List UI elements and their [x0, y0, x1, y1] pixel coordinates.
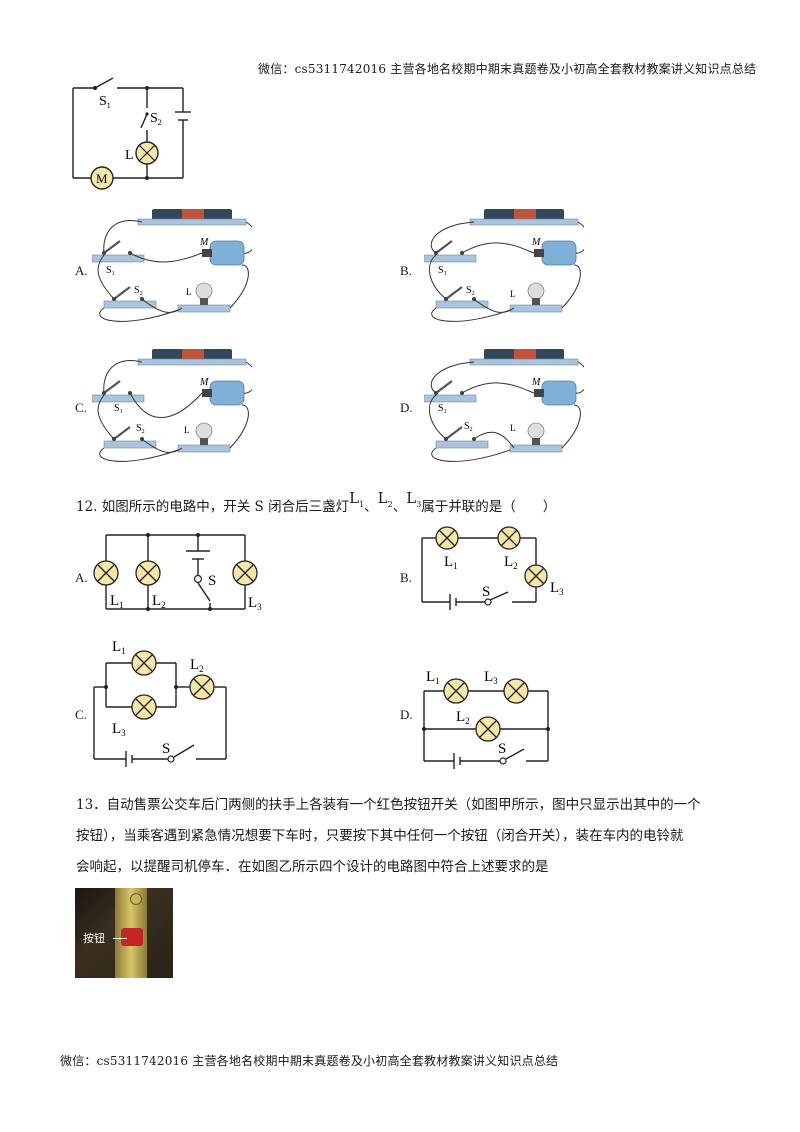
- svg-text:S2: S2: [136, 423, 145, 435]
- red-button-icon: [121, 928, 143, 946]
- svg-text:L: L: [186, 287, 192, 297]
- lamp-label: L: [125, 148, 134, 163]
- lamp-icon: [135, 141, 159, 165]
- top-circuit-diagram: M S1 S2 L: [72, 77, 191, 190]
- svg-text:L2: L2: [456, 709, 470, 726]
- svg-text:L: L: [510, 289, 516, 299]
- svg-text:S2: S2: [464, 421, 473, 433]
- s2-label: S2: [150, 111, 162, 127]
- svg-text:S: S: [498, 741, 506, 757]
- q12-option-a-diagram: L1 L2 L3 S: [93, 533, 262, 612]
- svg-text:L3: L3: [484, 669, 498, 686]
- q13-line-3: 会响起，以提醒司机停车．在如图乙所示四个设计的电路图中符合上述要求的是: [76, 859, 549, 875]
- svg-text:L3: L3: [550, 580, 564, 597]
- svg-text:M: M: [531, 377, 541, 388]
- header-watermark: 微信：cs5311742016 主营各地名校期中期末真题卷及小初高全套教材教案讲…: [258, 62, 757, 76]
- svg-text:S1: S1: [114, 403, 123, 415]
- q11-option-c-letter[interactable]: C.: [75, 400, 87, 415]
- svg-text:L2: L2: [504, 554, 518, 571]
- q13-line-2: 按钮），当乘客遇到紧急情况想要下车时，只要按下其中任何一个按钮（闭合开关），装在…: [76, 828, 684, 844]
- q13-line-1: 13．自动售票公交车后门两侧的扶手上各装有一个红色按钮开关（如图甲所示，图中只显…: [76, 797, 701, 813]
- q11-option-c-diagram: S1 S2 M L: [92, 347, 252, 462]
- q12-option-c-diagram: L1 L2 L3 S: [93, 639, 227, 767]
- q12-option-d-letter[interactable]: D.: [400, 707, 413, 722]
- svg-text:M: M: [199, 237, 209, 248]
- q11-option-d-letter[interactable]: D.: [400, 400, 413, 415]
- q11-option-d-diagram: S1 S2 M L: [424, 347, 584, 462]
- q12-option-b-letter[interactable]: B.: [400, 570, 412, 585]
- svg-text:S: S: [482, 584, 490, 600]
- svg-text:L1: L1: [112, 639, 126, 656]
- q12-option-a-letter[interactable]: A.: [75, 570, 88, 585]
- q11-option-a-diagram: S1 S2 M L: [92, 207, 252, 322]
- svg-text:L2: L2: [152, 593, 166, 610]
- motor-icon: [90, 166, 114, 190]
- q12-option-b-diagram: L1 L2 L3 S: [421, 526, 564, 610]
- svg-text:S1: S1: [106, 265, 115, 277]
- q12-option-d-diagram: L1 L3 L2 S: [422, 669, 550, 769]
- q11-option-b-diagram: S1 S2 M L: [424, 207, 584, 322]
- svg-text:L: L: [510, 423, 516, 433]
- svg-text:S2: S2: [134, 285, 143, 297]
- svg-text:L: L: [184, 425, 190, 435]
- photo-button-label: 按钮: [83, 932, 105, 945]
- svg-text:S: S: [208, 573, 216, 589]
- svg-text:L2: L2: [190, 657, 204, 674]
- bus-button-photo: 按钮: [75, 888, 173, 978]
- svg-text:M: M: [531, 237, 541, 248]
- svg-text:M: M: [199, 377, 209, 388]
- q13-question: 13．自动售票公交车后门两侧的扶手上各装有一个红色按钮开关（如图甲所示，图中只显…: [76, 790, 726, 883]
- s1-label: S1: [99, 94, 111, 110]
- svg-text:L1: L1: [444, 554, 458, 571]
- svg-text:L1: L1: [426, 669, 440, 686]
- svg-text:S1: S1: [438, 403, 447, 415]
- q11-option-a-letter[interactable]: A.: [75, 263, 88, 278]
- svg-text:S1: S1: [438, 265, 447, 277]
- q12-option-c-letter[interactable]: C.: [75, 707, 87, 722]
- svg-text:L3: L3: [248, 595, 262, 612]
- motor-label: M: [96, 171, 108, 186]
- svg-text:S2: S2: [466, 285, 475, 297]
- q12-question: 12. 如图所示的电路中，开关 S 闭合后三盏灯L1、L2、L3属于并联的是（ …: [76, 489, 557, 515]
- footer-watermark: 微信：cs5311742016 主营各地名校期中期末真题卷及小初高全套教材教案讲…: [60, 1054, 559, 1068]
- q11-option-b-letter[interactable]: B.: [400, 263, 412, 278]
- svg-text:L3: L3: [112, 721, 126, 738]
- svg-text:S: S: [162, 741, 170, 757]
- svg-text:L1: L1: [110, 593, 124, 610]
